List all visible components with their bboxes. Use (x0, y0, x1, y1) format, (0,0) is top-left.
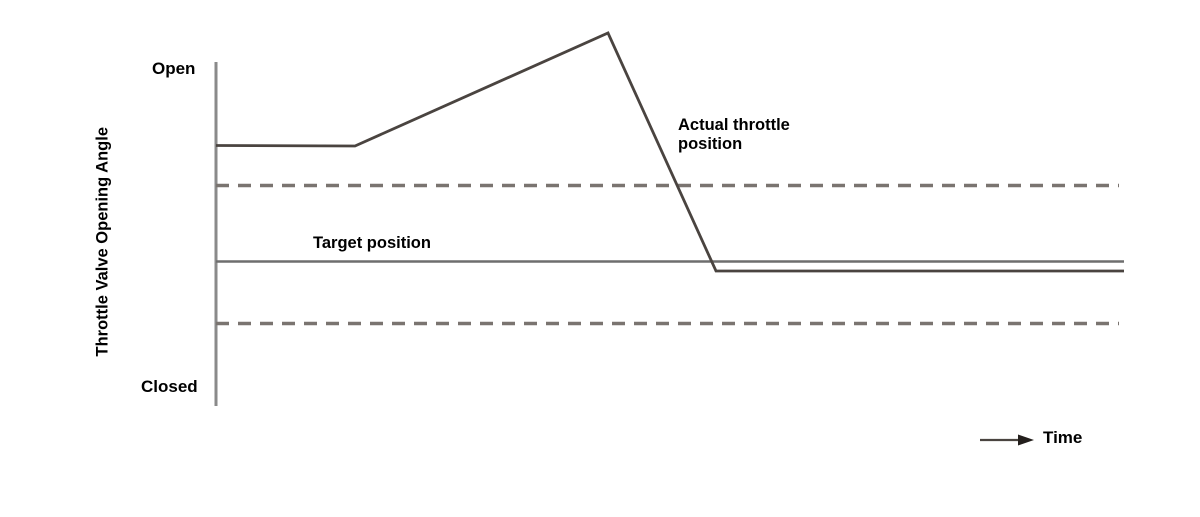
x-axis-title: Time (1043, 428, 1083, 447)
actual-throttle-position-line (215, 31, 1124, 273)
y-axis-closed-label: Closed (141, 377, 198, 396)
y-axis-title: Throttle Valve Opening Angle (93, 126, 112, 357)
y-axis-open-label: Open (152, 59, 196, 78)
actual-throttle-annotation-line1: Actual throttle (678, 116, 790, 134)
actual-throttle-annotation-line2: position (678, 135, 743, 154)
target-position-annotation: Target position (313, 234, 431, 252)
time-axis-arrow (980, 434, 1034, 446)
